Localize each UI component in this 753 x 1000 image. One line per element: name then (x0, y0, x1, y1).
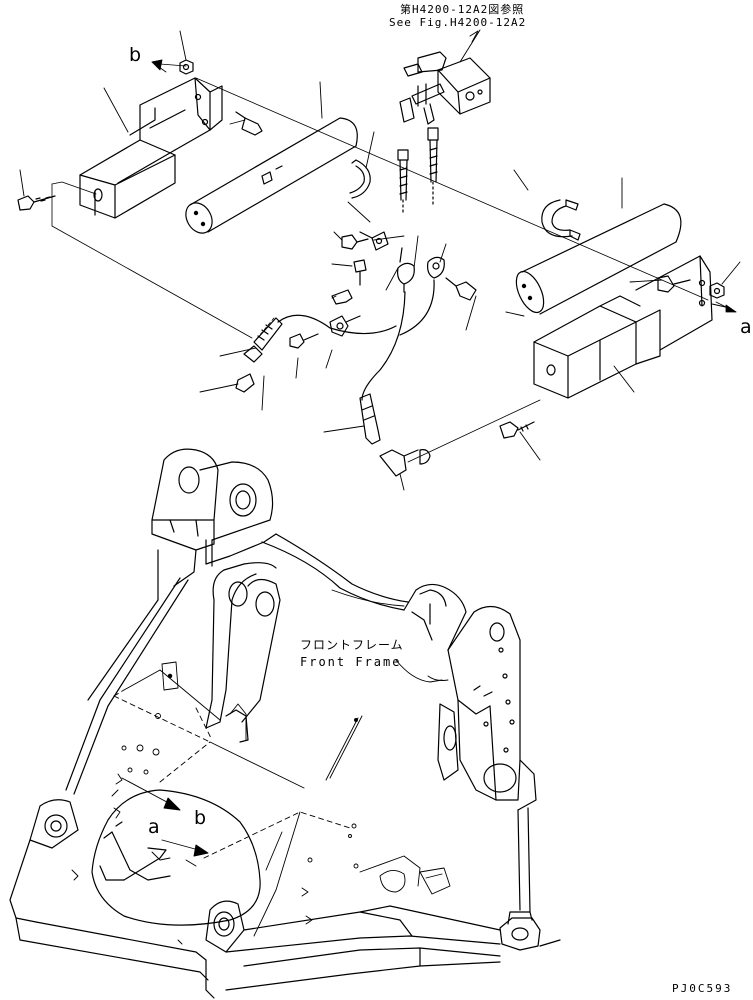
right-accumulator-bracket (534, 256, 712, 398)
left-accumulator-hose (350, 160, 370, 198)
reference-note-english: See Fig.H4200-12A2 (389, 16, 527, 29)
left-bracket-bolt-upper (236, 112, 262, 135)
right-bracket-nut (710, 283, 724, 298)
bolt-right-center (446, 278, 476, 300)
right-bracket-bolt (658, 276, 690, 292)
frame-left-edge (66, 578, 188, 794)
frame-small-features (72, 662, 448, 944)
left-accumulator-cylinder (181, 118, 358, 238)
front-frame-label-english: Front Frame (300, 655, 402, 669)
left-bracket-bolt-lower (18, 196, 55, 210)
hose-fitting-left (236, 318, 282, 392)
center-valve-assembly (236, 52, 490, 476)
right-accumulator-hose (542, 200, 580, 240)
frame-center-opening (92, 790, 260, 925)
frame-arrow-a (162, 840, 208, 856)
frame-front-center-lug (206, 901, 244, 952)
bracket-plate-small (332, 290, 352, 304)
marker-b-accumulator: b (129, 44, 142, 66)
left-bracket-nut (180, 60, 193, 74)
marker-a-frame: a (148, 816, 160, 838)
frame-arrow-b (122, 778, 180, 810)
frame-left-lug (152, 449, 276, 600)
frame-hidden-lines (114, 690, 350, 858)
hose-clamp-center (398, 248, 415, 292)
valve-block (400, 52, 490, 124)
hose-clamp-upper (360, 232, 388, 250)
hose-clamp-right (428, 257, 445, 278)
center-hose-a (398, 150, 408, 215)
frame-far-right-lug (500, 912, 540, 950)
left-accumulator-assembly (18, 60, 370, 238)
frame-front-left-lug (10, 800, 78, 922)
frame-bottom-plate (16, 906, 560, 998)
reference-note-japanese: 第H4200-12A2図参照 (400, 3, 525, 16)
left-accumulator-bracket (80, 78, 222, 218)
drawing-code: PJ0C593 (672, 982, 733, 995)
long-hose (278, 280, 434, 444)
leader-lines (20, 30, 740, 490)
connection-lines (52, 60, 736, 462)
frame-top-edge (262, 534, 408, 610)
clamp-lower (330, 316, 360, 336)
right-bracket-bolt-lower (500, 422, 534, 438)
frame-label-leader (396, 660, 442, 682)
front-frame-label-japanese: フロントフレーム (300, 638, 404, 652)
center-hose-b (428, 128, 438, 205)
frame-right-edge (518, 808, 530, 912)
marker-a-accumulator: a (740, 316, 752, 338)
front-frame (10, 449, 560, 998)
small-bolt-middle (354, 260, 366, 285)
right-accumulator-assembly (500, 200, 724, 438)
frame-right-lug (404, 584, 536, 810)
frame-left-arms (206, 563, 280, 742)
bolt-lower-left (290, 334, 318, 348)
small-bolt-upper (342, 235, 368, 249)
elbow-fitting (380, 450, 430, 476)
marker-b-frame: b (194, 807, 207, 829)
frame-hose-route (332, 590, 404, 606)
frame-interior-lines (124, 670, 450, 936)
right-accumulator-cylinder (511, 204, 681, 317)
